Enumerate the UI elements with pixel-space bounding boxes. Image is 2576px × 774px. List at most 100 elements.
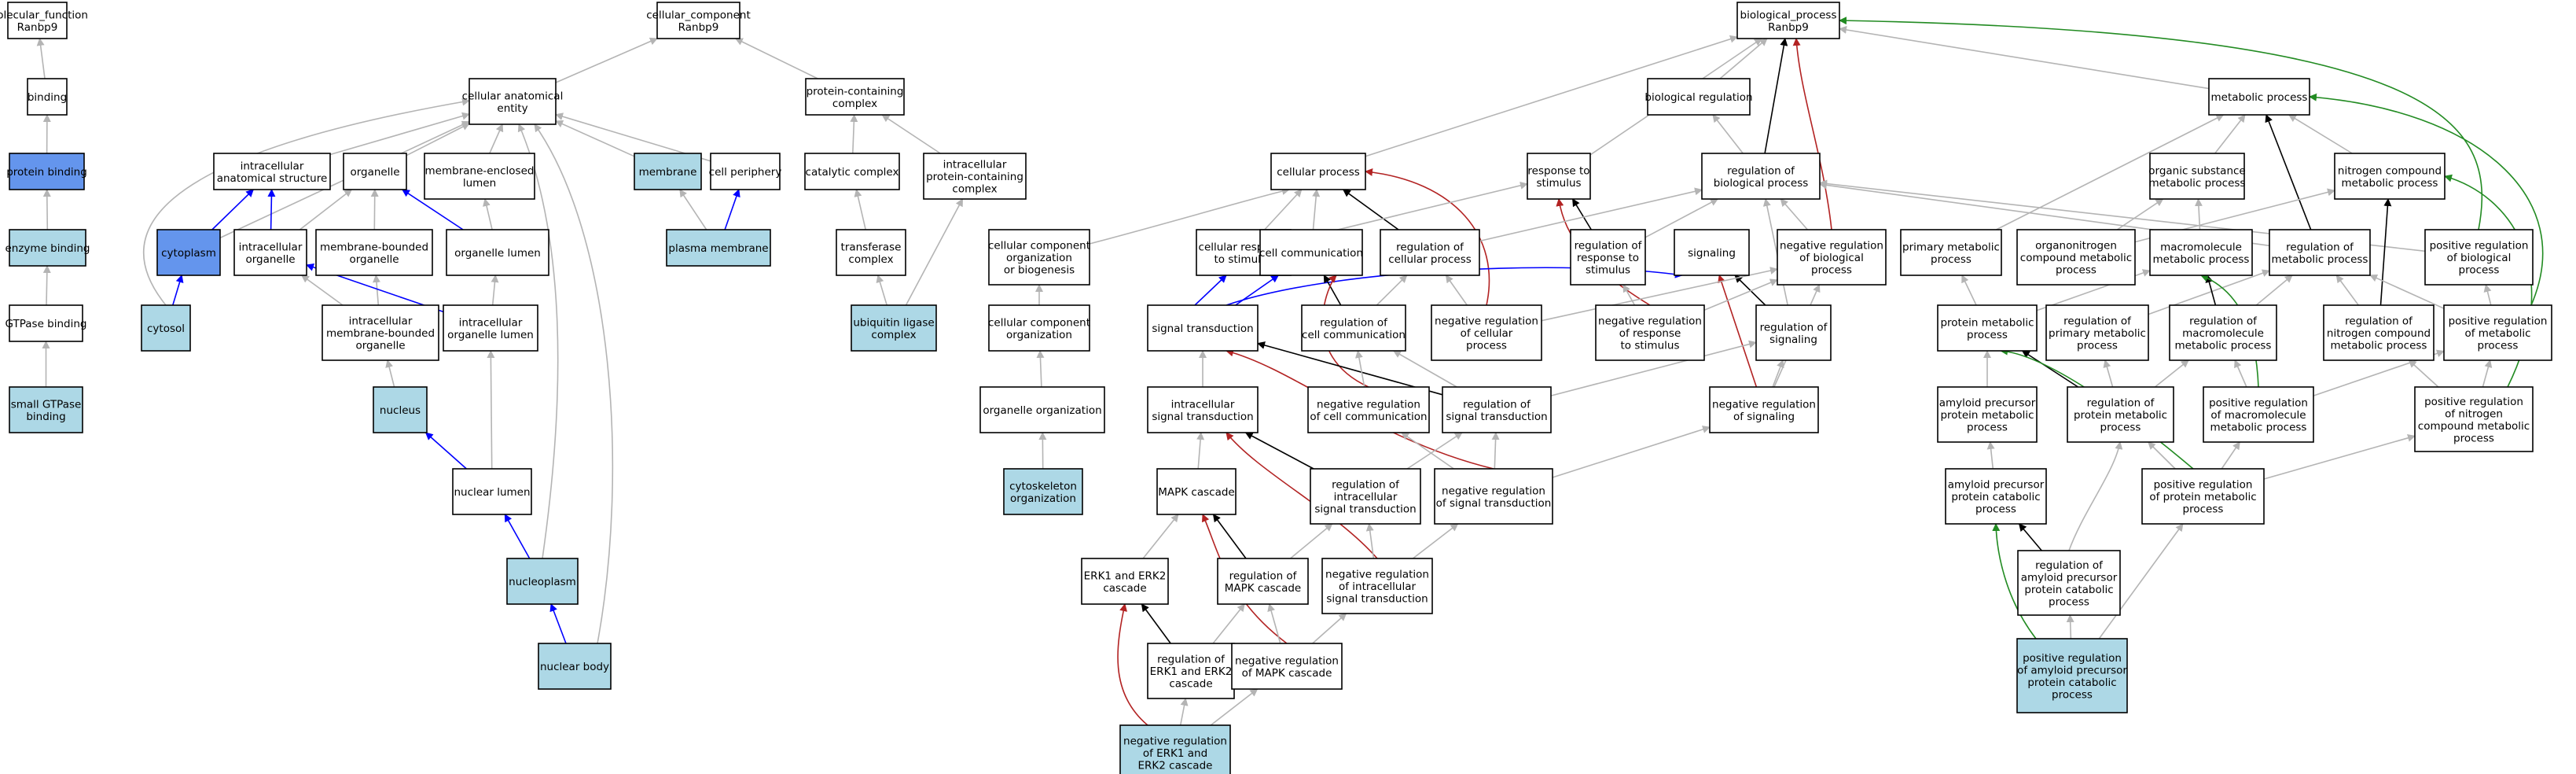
go-term-node-signal-transduction[interactable]: signal transduction xyxy=(1147,304,1259,352)
go-term-node-nuclear-lumen[interactable]: nuclear lumen xyxy=(452,468,532,515)
go-term-node-organelle[interactable]: organelle xyxy=(343,153,407,190)
node-label-line: process xyxy=(2049,595,2089,608)
node-label-line: regulation of xyxy=(1320,316,1388,329)
go-term-node-plasma-membrane[interactable]: plasma membrane xyxy=(666,229,771,267)
node-label-line: organelle xyxy=(350,166,399,179)
node-label-line: protein metabolic xyxy=(2074,409,2167,422)
edge-neg_reg_signaling-to-signaling xyxy=(1718,275,1758,388)
go-term-node-mapk-cascade[interactable]: MAPK cascade xyxy=(1156,468,1237,515)
go-term-node-catalytic-complex[interactable]: catalytic complex xyxy=(804,153,900,190)
edge-reg_macromol-to-reg_metab xyxy=(2255,275,2293,306)
go-term-node-bio-reg[interactable]: biological regulation xyxy=(1644,78,1753,116)
node-label-line: amyloid precursor xyxy=(1948,479,2045,492)
node-label-line: Ranbp9 xyxy=(1768,21,1809,34)
go-term-node-organelle-lumen[interactable]: organelle lumen xyxy=(446,229,549,276)
node-box xyxy=(666,229,771,267)
node-label-line: process xyxy=(1466,340,1507,352)
go-term-node-cell-comm[interactable]: cell communication xyxy=(1259,229,1363,276)
edge-protein_metab-to-primary_metab xyxy=(1961,275,1977,306)
edge-nuclear_lumen-to-nucleus xyxy=(424,432,467,470)
go-term-node-nuclear-body[interactable]: nuclear body xyxy=(538,643,612,690)
go-term-node-nucleus[interactable]: nucleus xyxy=(373,386,428,433)
go-term-node-enzyme-binding[interactable]: enzyme binding xyxy=(5,229,90,267)
node-box xyxy=(634,153,702,190)
go-term-node-cellular-process[interactable]: cellular process xyxy=(1270,153,1366,190)
node-box xyxy=(1003,468,1083,515)
go-term-node-metabolic[interactable]: metabolic process xyxy=(2208,78,2310,116)
node-label-line: process xyxy=(2478,340,2519,352)
go-term-node-binding[interactable]: binding xyxy=(27,78,68,116)
go-term-node-nucleoplasm[interactable]: nucleoplasm xyxy=(506,558,579,605)
go-term-node-protein-binding[interactable]: protein binding xyxy=(6,153,87,190)
go-term-node-gtpase-binding[interactable]: GTPase binding xyxy=(6,304,87,342)
edge-reg_intra_signal-to-intra_signal xyxy=(1244,432,1314,470)
go-term-node-organelle-org[interactable]: organelle organization xyxy=(979,386,1105,433)
go-term-node-signaling[interactable]: signaling xyxy=(1674,229,1750,276)
go-term-node-cell-periphery[interactable]: cell periphery xyxy=(709,153,782,190)
go-term-node-cytosol[interactable]: cytosol xyxy=(141,304,191,352)
go-term-node-cytoplasm[interactable]: cytoplasm xyxy=(156,229,221,276)
go-term-node-membrane[interactable]: membrane xyxy=(634,153,702,190)
edge-reg_signaling-to-signaling xyxy=(1734,275,1766,306)
